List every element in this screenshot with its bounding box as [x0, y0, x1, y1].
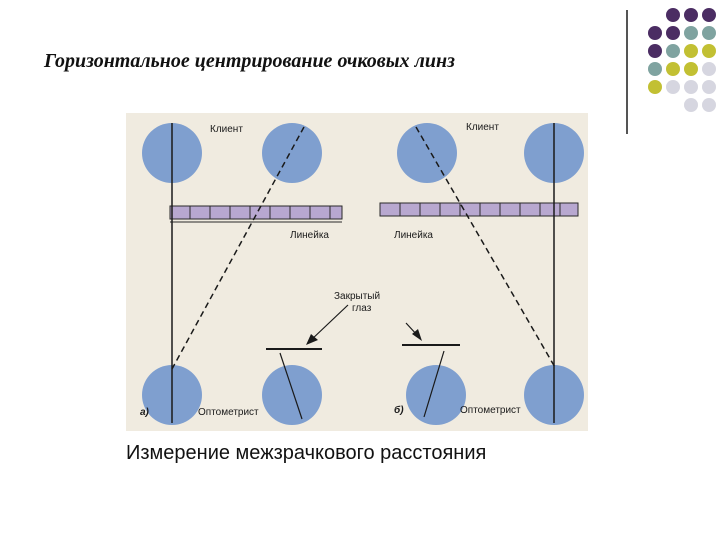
label-ruler-left: Линейка	[290, 230, 329, 241]
decorative-dot	[702, 62, 716, 76]
decorative-dot	[648, 80, 662, 94]
decorative-dot	[648, 26, 662, 40]
decorative-dot	[666, 44, 680, 58]
client-right-eye-1	[397, 123, 457, 183]
decorative-dot	[702, 44, 716, 58]
decorative-dot	[684, 62, 698, 76]
label-optometrist-left: Оптометрист	[198, 407, 259, 418]
client-left-eye-2	[262, 123, 322, 183]
arrow-right	[405, 322, 422, 341]
label-optometrist-right: Оптометрист	[460, 405, 521, 416]
decorative-dot	[684, 98, 698, 112]
decorative-dot	[684, 26, 698, 40]
optometrist-left-eye-2	[262, 365, 322, 425]
decorative-dot	[684, 8, 698, 22]
closed-eye-line-left	[279, 352, 303, 420]
closed-eye-line-right	[423, 350, 445, 418]
decorative-dot	[666, 80, 680, 94]
slide-title: Горизонтальное центрирование очковых лин…	[44, 50, 455, 72]
label-closed-eye-line2: глаз	[352, 303, 372, 314]
diagram-svg: Клиент Клиент Линейка Линейка Закрытый г…	[140, 122, 584, 425]
arrow-left	[306, 304, 349, 345]
right-dashed-sight-line	[415, 126, 557, 370]
figure-caption: Измерение межзрачкового расстояния	[126, 442, 487, 464]
decorative-dot	[666, 62, 680, 76]
decorative-dot	[684, 80, 698, 94]
decorative-divider	[626, 10, 628, 134]
label-panel-b: б)	[394, 404, 404, 416]
label-closed-eye-line1: Закрытый	[334, 291, 380, 302]
decorative-dot	[702, 8, 716, 22]
decorative-dot	[648, 62, 662, 76]
decorative-dot	[702, 80, 716, 94]
left-dashed-sight-line	[171, 126, 305, 370]
diagram-figure: Клиент Клиент Линейка Линейка Закрытый г…	[126, 113, 588, 431]
label-client-left: Клиент	[210, 124, 243, 135]
label-ruler-right: Линейка	[394, 230, 433, 241]
decorative-dot	[702, 26, 716, 40]
decorative-dot	[666, 8, 680, 22]
decorative-dot	[684, 44, 698, 58]
label-panel-a: а)	[140, 407, 150, 418]
decorative-dot	[702, 98, 716, 112]
ruler-right	[379, 202, 579, 217]
decorative-dot	[666, 26, 680, 40]
decorative-dot-grid	[636, 8, 716, 118]
label-client-right: Клиент	[466, 122, 499, 133]
decorative-dot	[648, 44, 662, 58]
ruler-left	[169, 205, 343, 220]
optometrist-right-eye-1	[406, 365, 466, 425]
